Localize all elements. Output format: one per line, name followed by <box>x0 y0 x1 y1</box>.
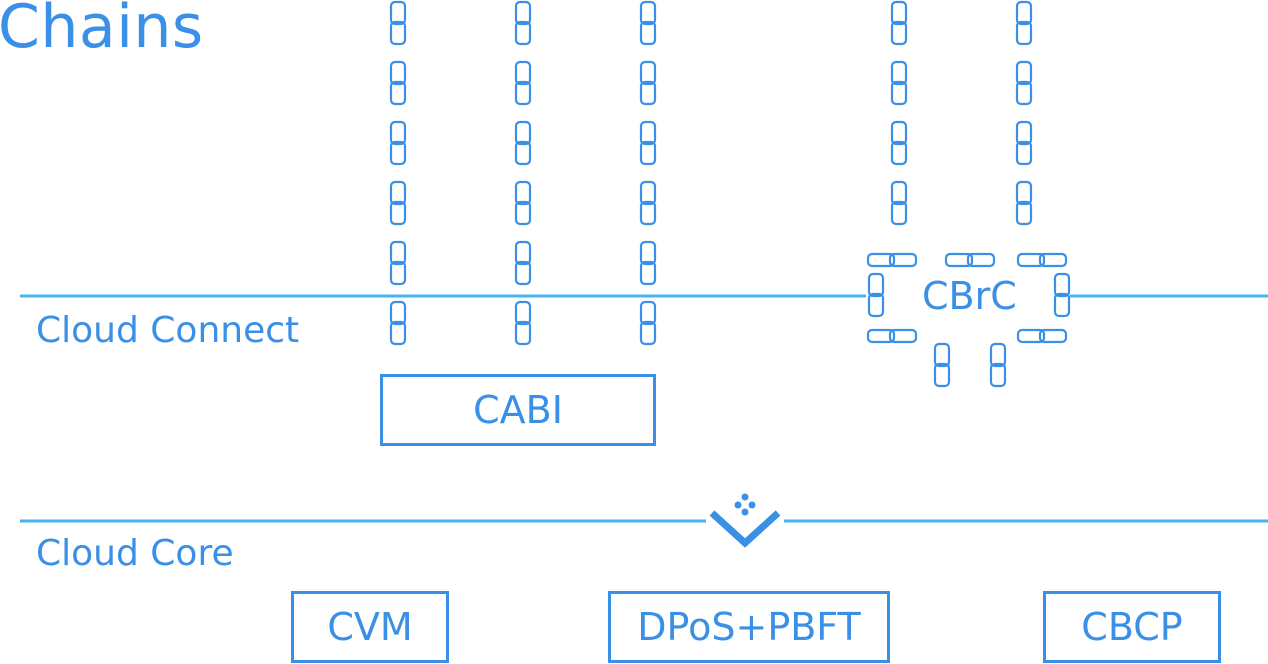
chain-link-icon <box>389 300 407 346</box>
chain-link-icon <box>639 180 657 226</box>
chain-link-icon <box>514 0 532 46</box>
chain-link-icon <box>639 120 657 166</box>
chain-link-icon <box>1053 272 1071 318</box>
chain-link-icon <box>890 180 908 226</box>
chain-link-icon <box>639 300 657 346</box>
chain-link-icon <box>514 180 532 226</box>
merge-arrow-icon <box>709 493 781 548</box>
chain-link-icon <box>1016 328 1068 344</box>
consensus-box: DPoS+PBFT <box>608 591 890 663</box>
chain-link-icon <box>890 120 908 166</box>
cabi-label: CABI <box>473 388 563 432</box>
chain-link-icon <box>514 240 532 286</box>
chain-link-icon <box>514 300 532 346</box>
chain-link-icon <box>867 272 885 318</box>
chain-links <box>389 0 1071 388</box>
chain-link-icon <box>866 328 918 344</box>
chain-link-icon <box>890 0 908 46</box>
chain-link-icon <box>639 0 657 46</box>
chain-link-icon <box>639 240 657 286</box>
chain-link-icon <box>866 252 918 268</box>
chain-link-icon <box>989 342 1007 388</box>
consensus-label: DPoS+PBFT <box>637 605 861 649</box>
cbcp-box: CBCP <box>1043 591 1221 663</box>
chain-link-icon <box>1015 60 1033 106</box>
chain-link-icon <box>389 180 407 226</box>
cloud-core-label: Cloud Core <box>36 533 234 574</box>
cbrc-label: CBrC <box>922 274 1017 318</box>
cloud-connect-label: Cloud Connect <box>36 310 300 351</box>
chain-link-icon <box>933 342 951 388</box>
chain-link-icon <box>890 60 908 106</box>
chain-link-icon <box>389 240 407 286</box>
chain-link-icon <box>514 60 532 106</box>
chain-link-icon <box>514 120 532 166</box>
cvm-label: CVM <box>327 605 413 649</box>
page-title: Chains <box>0 0 204 62</box>
chain-link-icon <box>389 0 407 46</box>
cvm-box: CVM <box>291 591 449 663</box>
chain-link-icon <box>389 120 407 166</box>
chain-link-icon <box>944 252 996 268</box>
chain-link-icon <box>1015 120 1033 166</box>
chain-link-icon <box>389 60 407 106</box>
cbcp-label: CBCP <box>1081 605 1183 649</box>
chain-link-icon <box>1015 0 1033 46</box>
chain-link-icon <box>1016 252 1068 268</box>
chain-link-icon <box>1015 180 1033 226</box>
chain-link-icon <box>639 60 657 106</box>
cabi-box: CABI <box>380 374 656 446</box>
